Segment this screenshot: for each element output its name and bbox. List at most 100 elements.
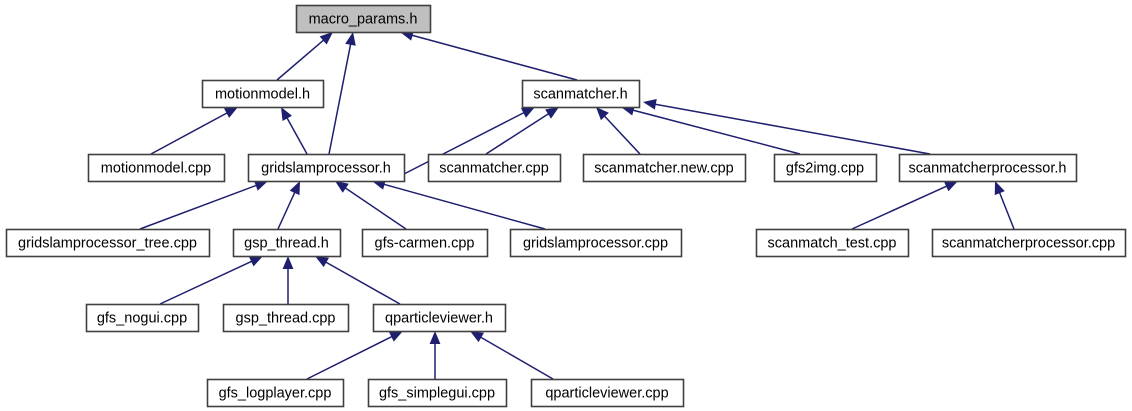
node-box[interactable]	[582, 153, 747, 183]
node-label: scanmatcherprocessor.h	[909, 160, 1067, 176]
edge-line	[324, 260, 401, 305]
arrowhead-icon	[248, 256, 263, 267]
edges-layer	[139, 30, 1015, 380]
arrowhead-icon	[388, 331, 403, 342]
dependency-edge	[328, 32, 356, 155]
node-box[interactable]	[232, 228, 342, 258]
node-box[interactable]	[372, 303, 507, 333]
node-box[interactable]	[247, 153, 406, 183]
graph-node-motionmodel-h[interactable]: motionmodel.h	[201, 79, 325, 109]
dependency-edge	[150, 107, 238, 155]
dependency-edge	[429, 331, 441, 379]
node-box[interactable]	[898, 153, 1078, 183]
dependency-edge	[281, 107, 308, 155]
node-box[interactable]	[361, 228, 489, 258]
graph-node-gfs-carmen-cpp[interactable]: gfs-carmen.cpp	[361, 228, 489, 258]
graph-node-gfs-logplayer-cpp[interactable]: gfs_logplayer.cpp	[206, 378, 345, 408]
arrowhead-icon	[282, 256, 294, 269]
node-box[interactable]	[85, 303, 200, 333]
node-label: gridslamprocessor.cpp	[523, 235, 668, 251]
dependency-edge	[994, 181, 1015, 230]
graph-node-gfs-simplegui-cpp[interactable]: gfs_simplegui.cpp	[367, 378, 508, 408]
graph-node-gridslamprocessor-cpp[interactable]: gridslamprocessor.cpp	[509, 228, 683, 258]
node-box[interactable]	[5, 228, 211, 258]
graph-node-scanmatcherprocessor-h[interactable]: scanmatcherprocessor.h	[898, 153, 1078, 183]
dependency-edge	[403, 107, 535, 175]
dependency-edge	[139, 180, 268, 230]
arrowhead-icon	[289, 181, 300, 196]
nodes-layer: macro_params.h motionmodel.h scanmatcher.h…	[5, 4, 1127, 408]
node-box[interactable]	[201, 79, 325, 109]
node-box[interactable]	[773, 153, 878, 183]
node-box[interactable]	[755, 228, 910, 258]
edge-line	[306, 335, 394, 380]
graph-node-gfs2img-cpp[interactable]: gfs2img.cpp	[773, 153, 878, 183]
dependency-edge	[159, 256, 263, 305]
graph-node-scanmatcher-cpp[interactable]: scanmatcher.cpp	[427, 153, 562, 183]
node-label: gsp_thread.h	[244, 235, 329, 251]
arrowhead-icon	[345, 32, 356, 46]
edge-line	[479, 335, 554, 380]
graph-node-qparticleviewer-h[interactable]: qparticleviewer.h	[372, 303, 507, 333]
node-box[interactable]	[521, 79, 641, 109]
graph-node-motionmodel-cpp[interactable]: motionmodel.cpp	[87, 153, 226, 183]
arrowhead-icon	[643, 99, 657, 110]
dependency-edge	[306, 331, 403, 380]
node-box[interactable]	[206, 378, 345, 408]
graph-node-gridslamprocessor-h[interactable]: gridslamprocessor.h	[247, 153, 406, 183]
dependency-edge	[335, 181, 407, 230]
arrowhead-icon	[470, 331, 484, 343]
arrowhead-icon	[319, 32, 333, 45]
dependency-edge	[621, 105, 801, 155]
edge-line	[653, 103, 931, 155]
graph-node-scanmatch-test-cpp[interactable]: scanmatch_test.cpp	[755, 228, 910, 258]
arrowhead-icon	[596, 107, 609, 121]
node-box[interactable]	[295, 4, 432, 34]
node-box[interactable]	[530, 378, 685, 408]
dependency-edge	[485, 107, 559, 155]
node-box[interactable]	[222, 303, 350, 333]
edge-line	[403, 111, 526, 175]
edge-line	[276, 38, 326, 81]
node-label: motionmodel.h	[215, 86, 310, 102]
graph-node-scanmatcherprocessor-cpp[interactable]: scanmatcherprocessor.cpp	[931, 228, 1127, 258]
node-label: qparticleviewer.h	[385, 310, 493, 326]
graph-node-gsp-thread-cpp[interactable]: gsp_thread.cpp	[222, 303, 350, 333]
arrowhead-icon	[429, 331, 441, 344]
node-label: gfs_nogui.cpp	[97, 310, 187, 326]
graph-node-gsp-thread-h[interactable]: gsp_thread.h	[232, 228, 342, 258]
node-label: gfs2img.cpp	[786, 160, 864, 176]
node-box[interactable]	[931, 228, 1127, 258]
arrowhead-icon	[520, 107, 535, 118]
arrowhead-icon	[335, 181, 349, 193]
edge-line	[139, 184, 258, 230]
node-box[interactable]	[87, 153, 226, 183]
edge-line	[277, 190, 297, 230]
arrowhead-icon	[253, 180, 268, 191]
edge-line	[159, 259, 254, 305]
node-box[interactable]	[509, 228, 683, 258]
edge-line	[631, 109, 801, 155]
node-box[interactable]	[367, 378, 508, 408]
node-label: qparticleviewer.cpp	[545, 385, 668, 401]
graph-node-qparticleviewer-cpp[interactable]: qparticleviewer.cpp	[530, 378, 685, 408]
dependency-edge	[372, 179, 546, 230]
edge-line	[285, 116, 308, 155]
arrowhead-icon	[315, 256, 329, 268]
dependency-edge	[400, 30, 578, 81]
dependency-edge	[276, 32, 333, 81]
arrowhead-icon	[994, 181, 1005, 196]
edge-line	[343, 186, 407, 230]
graph-node-scanmatcher-new-cpp[interactable]: scanmatcher.new.cpp	[582, 153, 747, 183]
dependency-edge	[282, 256, 294, 304]
graph-node-macro-params-h[interactable]: macro_params.h	[295, 4, 432, 34]
graph-node-gridslamprocessor-tree-cpp[interactable]: gridslamprocessor_tree.cpp	[5, 228, 211, 258]
edge-line	[382, 183, 546, 230]
node-label: scanmatcher.new.cpp	[594, 160, 733, 176]
graph-node-scanmatcher-h[interactable]: scanmatcher.h	[521, 79, 641, 109]
node-label: gfs_simplegui.cpp	[379, 385, 495, 401]
node-box[interactable]	[427, 153, 562, 183]
node-label: gfs_logplayer.cpp	[219, 385, 332, 401]
graph-node-gfs-nogui-cpp[interactable]: gfs_nogui.cpp	[85, 303, 200, 333]
edge-line	[410, 34, 578, 81]
